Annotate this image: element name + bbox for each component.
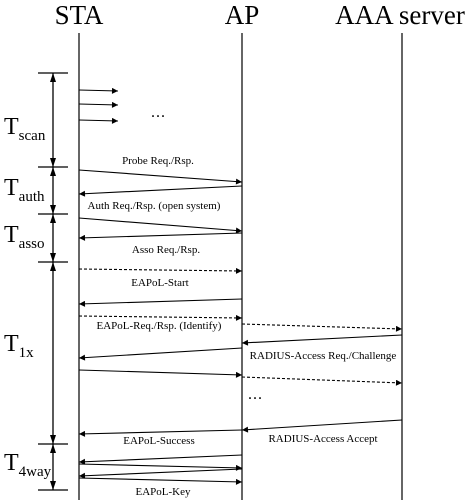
message-arrow-key-2 bbox=[78, 463, 243, 471]
message-arrow-challenge-response bbox=[78, 369, 243, 378]
message-label-asso: Asso Req./Rsp. bbox=[132, 244, 200, 256]
phase-label-main: T bbox=[4, 222, 19, 248]
message-arrow-radius-accept bbox=[241, 419, 403, 433]
message-label-eapol-identify: EAPoL-Req./Rsp. (Identify) bbox=[97, 320, 222, 332]
svg-text:T1x: T1x bbox=[4, 331, 34, 361]
message-arrow-radius-request bbox=[241, 323, 403, 332]
scan-probe-arrow bbox=[78, 117, 119, 124]
message-arrow-eapol-start bbox=[78, 267, 243, 274]
message-arrow-eapol-challenge bbox=[78, 347, 243, 361]
message-label-auth: Auth Req./Rsp. (open system) bbox=[88, 200, 221, 212]
phase-label-scan: Tscan bbox=[2, 112, 46, 148]
phase-label-main: T bbox=[4, 450, 19, 476]
phase-label-4way: T4way bbox=[2, 450, 52, 480]
phase-label-main: T bbox=[4, 331, 19, 357]
message-label-eapol-success: EAPoL-Success bbox=[123, 435, 195, 447]
header-ap: AP bbox=[225, 0, 260, 30]
message-label-eapol-start: EAPoL-Start bbox=[131, 277, 188, 289]
phase-label-asso: Tasso bbox=[2, 222, 46, 253]
phase-label-sub: asso bbox=[19, 236, 45, 252]
phase-label-sub: 1x bbox=[19, 345, 35, 361]
scan-ellipsis: ... bbox=[151, 104, 166, 121]
message-arrow-eapol-success bbox=[78, 429, 243, 437]
phase-label-sub: 4way bbox=[19, 464, 52, 480]
message-arrow-eapol-request bbox=[78, 298, 243, 307]
scan-probe-arrow bbox=[78, 87, 119, 94]
message-arrow-probe-rsp bbox=[78, 185, 243, 197]
phase-label-main: T bbox=[4, 175, 19, 201]
phase-label-sub: auth bbox=[19, 189, 45, 205]
message-label-eapol-key: EAPoL-Key bbox=[136, 486, 191, 498]
exchange-ellipsis: ... bbox=[248, 386, 263, 403]
message-arrow-identify-response bbox=[78, 314, 243, 321]
message-arrow-probe-req bbox=[78, 169, 243, 185]
header-aaa-server: AAA server bbox=[335, 0, 465, 30]
phase-label-main: T bbox=[4, 114, 19, 140]
message-arrow-auth-rsp bbox=[78, 232, 243, 241]
message-label-probe: Probe Req./Rsp. bbox=[122, 155, 194, 167]
svg-text:T4way: T4way bbox=[4, 450, 52, 480]
message-arrow-key-3 bbox=[78, 468, 243, 479]
phase-label-auth: Tauth bbox=[2, 175, 46, 206]
message-label-radius-accept: RADIUS-Access Accept bbox=[268, 433, 377, 445]
message-arrow-radius-response bbox=[241, 376, 403, 386]
message-arrow-radius-challenge bbox=[241, 334, 403, 346]
message-arrow-key-4 bbox=[78, 477, 243, 485]
svg-text:Tscan: Tscan bbox=[4, 114, 46, 144]
message-arrow-auth-req bbox=[78, 217, 243, 234]
header-sta: STA bbox=[55, 0, 104, 30]
message-label-radius-challenge: RADIUS-Access Req./Challenge bbox=[250, 350, 397, 362]
phase-label-1x: T1x bbox=[2, 331, 42, 362]
scan-probe-arrow bbox=[78, 101, 119, 108]
phase-label-sub: scan bbox=[19, 128, 46, 144]
svg-text:Tauth: Tauth bbox=[4, 175, 45, 205]
message-arrow-key-1 bbox=[78, 454, 243, 465]
svg-text:Tasso: Tasso bbox=[4, 222, 45, 252]
